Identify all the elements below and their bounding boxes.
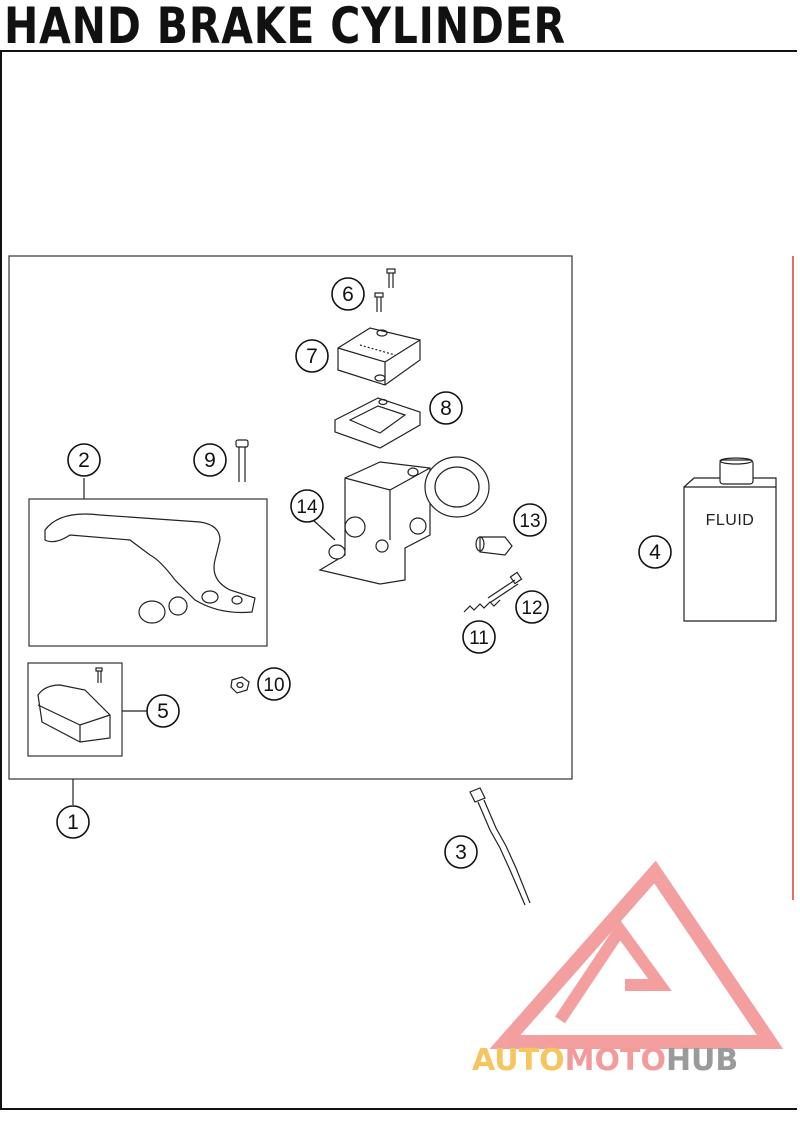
callout-number-10: 10 [263,675,284,696]
watermark-moto: MOTO [564,1043,666,1078]
bolt-part-9 [235,439,249,482]
lever-part-2 [44,513,256,624]
callout-circle-3 [444,835,478,869]
callout-circle-11 [462,620,496,654]
screw-part-12 [487,571,523,603]
hose-part-3 [469,787,531,906]
callout-number-4: 4 [649,541,661,564]
callout-circle-10 [257,667,291,701]
nut-part-10 [230,676,250,694]
callout-circle-13 [513,503,547,537]
callout-circle-9 [193,443,227,477]
watermark-logo [489,860,784,1049]
gasket-part-8 [334,397,421,449]
spring-part-11 [463,599,501,613]
callout-number-7: 7 [306,345,318,368]
callout-number-3: 3 [455,841,467,864]
callout-number-5: 5 [157,700,169,723]
callout-circle-4 [638,535,672,569]
lever-box [28,498,268,647]
callout-number-8: 8 [440,397,452,420]
callout-circle-14 [290,489,324,523]
callout-number-2: 2 [78,449,90,472]
callout-number-12: 12 [521,598,542,619]
callout-number-1: 1 [67,811,79,834]
assembly-box [8,255,573,780]
callout-circle-7 [295,339,329,373]
callout-circle-5 [146,694,180,728]
watermark-auto: AUTO [472,1043,565,1078]
callout-number-11: 11 [469,628,489,649]
diagram-frame [0,50,797,1110]
callout-number-13: 13 [519,511,540,532]
callout-circle-2 [67,443,101,477]
screw-part-6 [374,268,396,312]
callout-number-6: 6 [342,283,354,306]
protector-part-5 [37,667,111,743]
fluid-bottle-part-4 [683,457,777,622]
reservoir-cover-part-7 [337,327,421,386]
watermark-text: AUTOMOTOHUB [472,1043,738,1078]
protector-box [27,662,123,757]
callout-circle-1 [56,805,90,839]
callout-circle-6 [331,277,365,311]
fluid-label: FLUID [705,512,755,529]
page-title: HAND BRAKE CYLINDER [4,0,566,55]
callout-number-9: 9 [204,449,216,472]
callout-number-14: 14 [296,497,318,518]
callout-circle-8 [429,391,463,425]
watermark-hub: HUB [665,1043,739,1078]
pin-part-13 [475,536,513,556]
leader-14 [312,519,336,541]
callout-circle-12 [515,590,549,624]
master-cylinder-part-14 [318,456,490,585]
